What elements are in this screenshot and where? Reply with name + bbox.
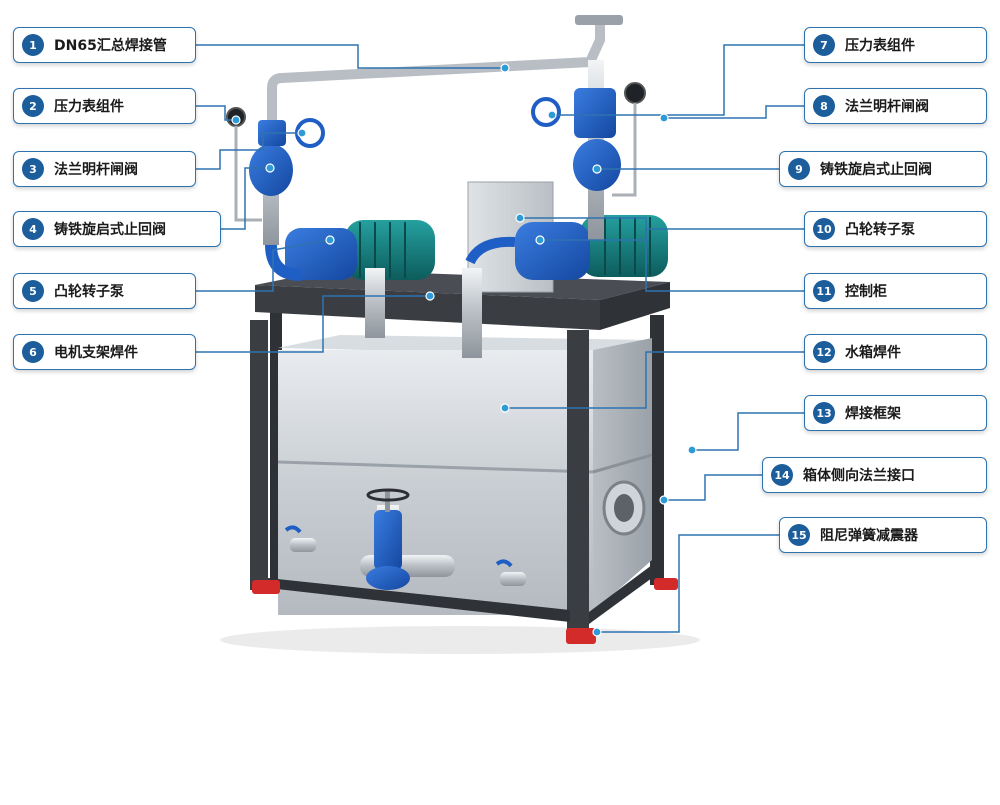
callout-number: 14 [771,464,793,486]
pump-left [285,228,357,280]
leader-15 [597,534,779,633]
callout-3: 3 法兰明杆闸阀 [13,151,196,187]
tap-left [290,538,316,552]
callout-number: 3 [22,158,44,180]
leader-14 [664,474,762,501]
callout-label: 阻尼弹簧减震器 [820,528,918,544]
callout-number: 13 [813,402,835,424]
callout-14: 14 箱体侧向法兰接口 [762,457,987,493]
leader-dots [231,63,697,637]
pump-right [515,222,590,280]
callout-15: 15 阻尼弹簧减震器 [779,517,987,553]
pressure-gauge-right [624,82,646,104]
leader-8 [664,105,804,119]
damper-pad-left [252,580,280,594]
callout-12: 12 水箱焊件 [804,334,987,370]
callout-number: 11 [813,280,835,302]
inlet-pipe-left [365,268,385,338]
gate-valve-right [574,88,616,138]
leader-12 [505,351,804,409]
leader-1 [196,44,505,69]
leader-11 [520,217,804,292]
callout-label: 凸轮转子泵 [54,284,124,300]
drain-gate-valve [374,510,402,570]
callout-label: 铸铁旋启式止回阀 [820,162,932,178]
callout-label: 凸轮转子泵 [845,222,915,238]
leader-13 [692,412,804,451]
callout-label: 压力表组件 [845,38,915,54]
tap-left-handle [284,525,302,534]
frame-bottom-rail [268,578,570,622]
side-flange-bore [614,494,634,522]
riser-left-elbow [265,244,302,281]
callout-label: 电机支架焊件 [54,345,138,361]
header-pipe-cap [575,15,623,25]
inlet-pipe-right [462,268,482,358]
callout-number: 8 [813,95,835,117]
callout-label: 焊接框架 [845,406,901,422]
frame-bottom-rail-side [589,565,652,624]
callout-label: 法兰明杆闸阀 [54,162,138,178]
callout-10: 10 凸轮转子泵 [804,211,987,247]
callout-number: 2 [22,95,44,117]
callout-2: 2 压力表组件 [13,88,196,124]
leader-7 [552,44,804,116]
damper-pad-front [566,628,596,644]
callout-6: 6 电机支架焊件 [13,334,196,370]
motor-left-fins [359,222,406,278]
motor-platform-side [600,282,670,330]
callout-number: 5 [22,280,44,302]
callout-label: 箱体侧向法兰接口 [803,468,915,484]
callout-5: 5 凸轮转子泵 [13,273,196,309]
callout-label: 压力表组件 [54,99,124,115]
callout-number: 10 [813,218,835,240]
callout-label: DN65汇总焊接管 [54,38,167,54]
frame-post-back-right [650,315,664,585]
frame-post-front-right [567,330,589,630]
gauge-line-left [234,126,262,222]
ground-shadow [220,626,700,654]
callout-number: 12 [813,341,835,363]
tank-seam-side [592,453,653,474]
callout-label: 法兰明杆闸阀 [845,99,929,115]
leader-3 [196,132,302,170]
callout-label: 铸铁旋启式止回阀 [54,222,166,238]
callout-11: 11 控制柜 [804,273,987,309]
leader-5 [196,239,331,292]
handwheel-right [531,97,561,127]
callout-number: 4 [22,218,44,240]
drain-flange [366,566,410,590]
callout-label: 控制柜 [845,284,887,300]
callout-7: 7 压力表组件 [804,27,987,63]
leader-lines [196,44,804,633]
leader-6 [196,295,430,353]
frame-post-front-left [250,320,268,590]
callout-8: 8 法兰明杆闸阀 [804,88,987,124]
tap-right-handle [495,559,513,568]
leader-4 [221,167,270,230]
tap-right [500,572,526,586]
callout-number: 6 [22,341,44,363]
callout-1: 1 DN65汇总焊接管 [13,27,196,63]
tank-side [593,338,652,612]
damper-pad-right [654,578,678,590]
callout-number: 9 [788,158,810,180]
tank-seam [277,460,594,474]
callout-label: 水箱焊件 [845,345,901,361]
leader-2 [196,105,236,121]
drain-valve-handwheel [366,488,410,502]
motor-right-fins [604,217,651,275]
callout-9: 9 铸铁旋启式止回阀 [779,151,987,187]
callout-number: 7 [813,34,835,56]
callout-number: 1 [22,34,44,56]
callout-number: 15 [788,524,810,546]
callout-4: 4 铸铁旋启式止回阀 [13,211,221,247]
gauge-line-right [612,103,637,197]
callout-13: 13 焊接框架 [804,395,987,431]
suction-hose-right [465,236,516,265]
